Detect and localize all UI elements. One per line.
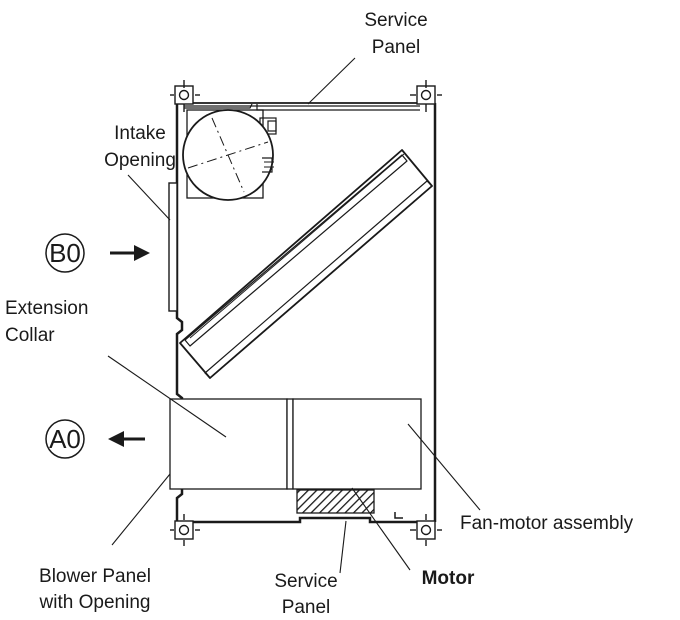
intake-opening-label: Intake Opening [104,123,176,171]
svg-text:Extension: Extension [5,298,88,319]
fan-motor-assembly-label: Fan-motor assembly [460,513,634,534]
service-panel-bottom-label: Service Panel [274,571,337,618]
svg-text:Collar: Collar [5,325,55,346]
extension-collar-label: Extension Collar [5,298,88,346]
b0-marker: B0 [45,233,85,273]
corner-lug-bottom-right [410,514,442,546]
motor-label: Motor [422,568,475,589]
svg-text:Intake: Intake [114,123,166,144]
b0-arrow-icon [110,245,150,261]
a0-arrow-icon [108,431,145,447]
corner-lug-top-right [410,80,442,112]
motor-hatch [296,489,375,514]
service-panel-top-label: Service Panel [364,10,427,58]
corner-lug-bottom-left [170,514,200,546]
svg-text:Service: Service [274,571,337,592]
blower-panel-label: Blower Panel with Opening [39,566,151,613]
svg-text:Blower Panel: Blower Panel [39,566,151,587]
svg-text:Service: Service [364,10,427,31]
b0-label: B0 [49,238,81,268]
svg-text:Opening: Opening [104,150,176,171]
fan-motor-box [286,398,422,490]
corner-lug-top-left [170,80,200,112]
svg-text:Panel: Panel [282,597,331,618]
housing [175,102,437,526]
diagonal-coil [179,149,433,379]
intake-opening [168,182,178,312]
svg-text:Fan-motor assembly: Fan-motor assembly [460,513,634,534]
a0-label: A0 [49,424,81,454]
leader-lines [107,57,481,574]
extension-collar-box [169,398,288,490]
svg-text:Panel: Panel [372,37,421,58]
svg-text:with Opening: with Opening [39,592,151,613]
fan-housing [182,109,277,201]
svg-text:Motor: Motor [422,568,475,589]
a0-marker: A0 [45,419,85,459]
